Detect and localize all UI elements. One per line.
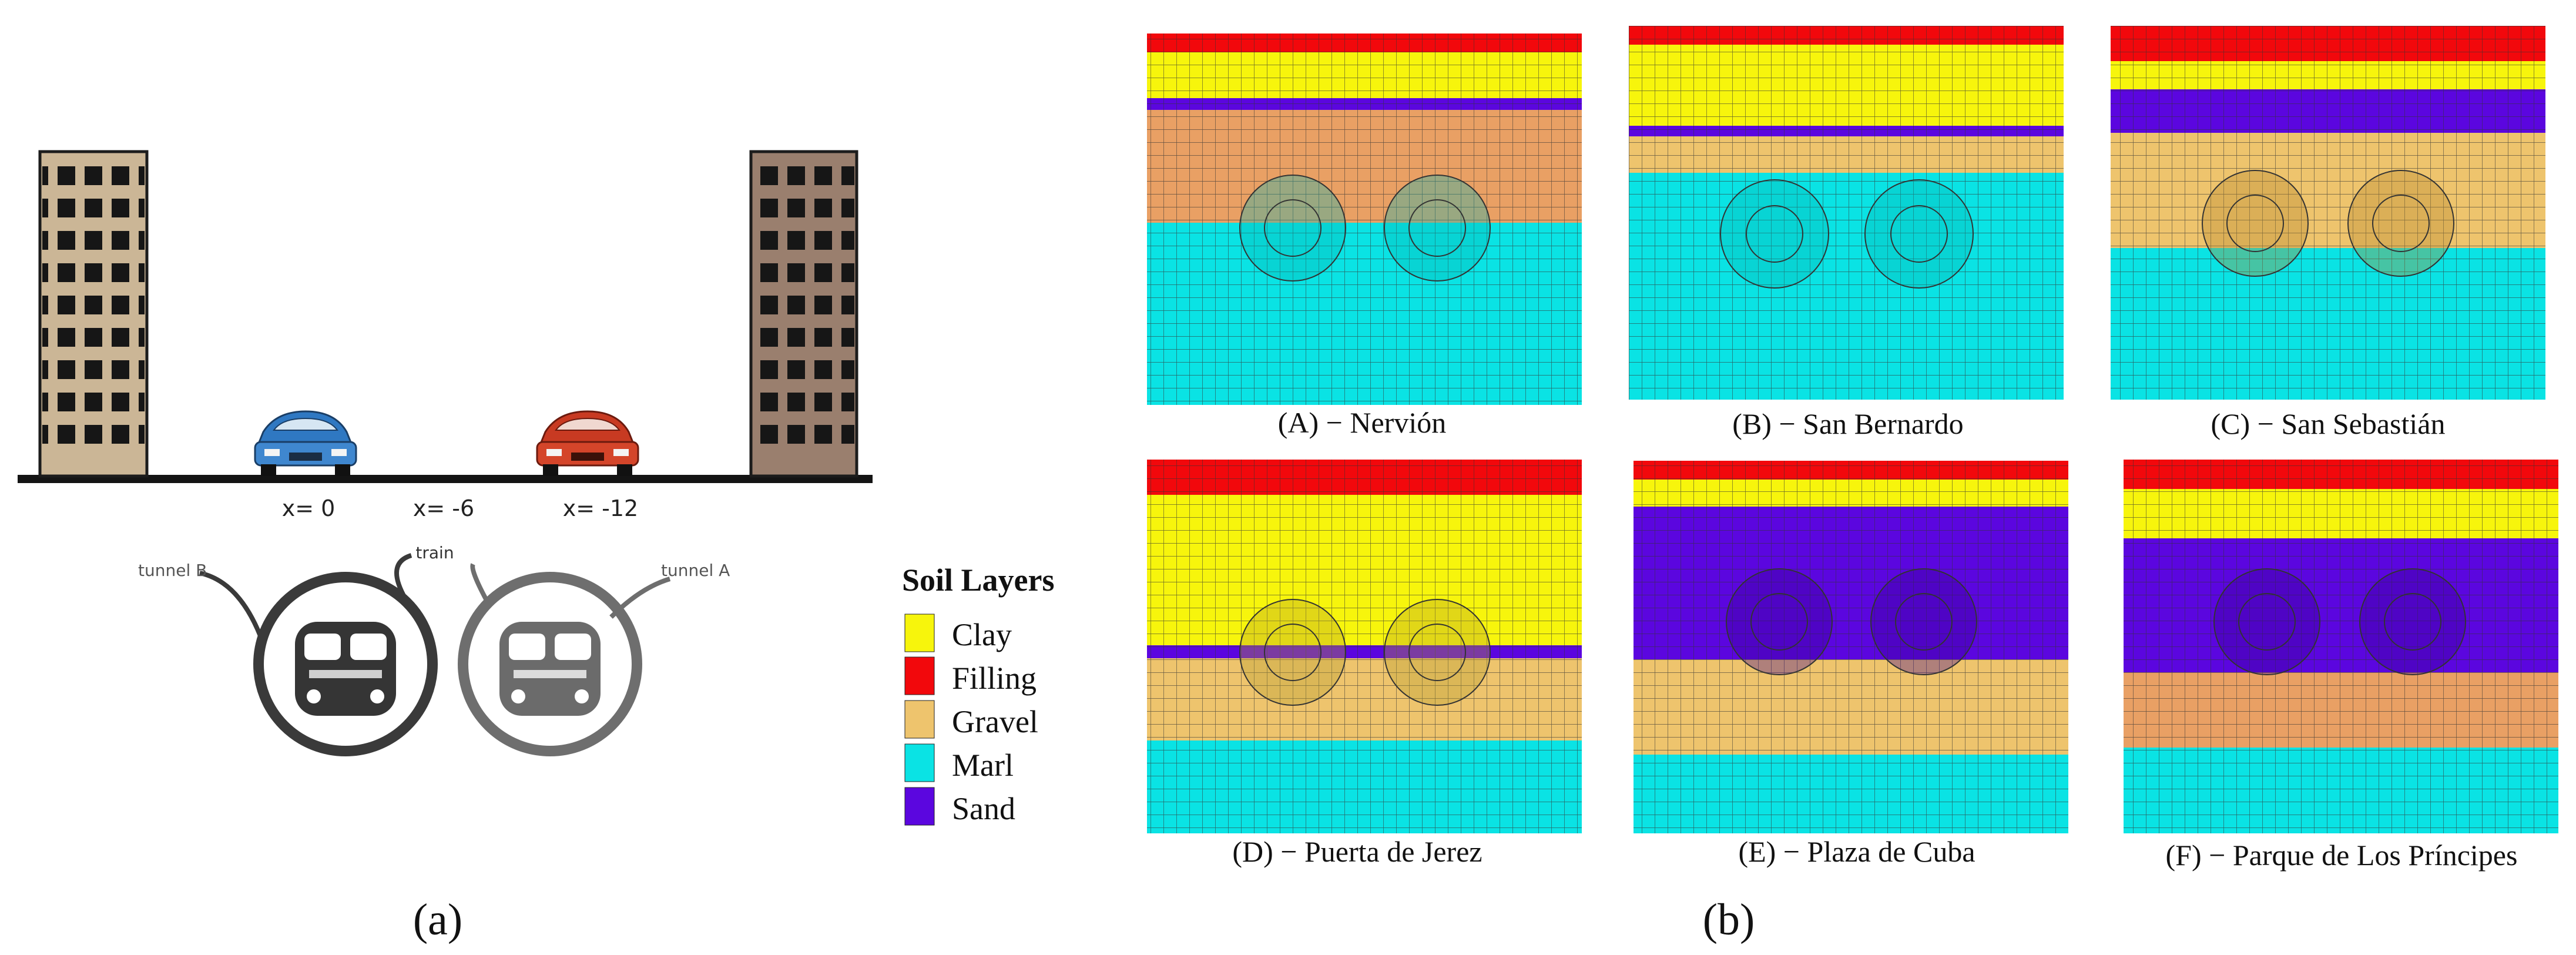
tunnel-a-label: tunnel A xyxy=(661,561,730,580)
legend-item: Filling xyxy=(904,656,1037,696)
legend-label: Filling xyxy=(952,661,1037,696)
position-label: x= 0 xyxy=(282,495,336,521)
panel-b-label: (b) xyxy=(1703,895,1755,944)
legend-item: Marl xyxy=(904,743,1014,783)
position-label: x= -12 xyxy=(563,495,638,521)
legend-item: Clay xyxy=(904,614,1012,652)
building-right xyxy=(749,150,858,478)
section-caption: (B) − San Bernardo xyxy=(1732,407,1963,440)
legend-item: Gravel xyxy=(904,700,1038,739)
tunnel-b-label: tunnel B xyxy=(138,561,207,580)
section-san-bernardo: (B) − San Bernardo xyxy=(1629,26,2064,440)
train-label: train xyxy=(415,543,454,562)
legend-swatch-clay xyxy=(904,614,935,652)
legend-item: Sand xyxy=(904,787,1015,826)
car-red xyxy=(536,410,639,476)
soil-legend: Soil Layers Clay Filling Gravel Marl San… xyxy=(902,562,1055,826)
section-caption: (E) − Plaza de Cuba xyxy=(1738,835,1975,868)
legend-label: Gravel xyxy=(952,704,1038,739)
train-icon xyxy=(499,622,601,716)
section-caption: (F) − Parque de Los Príncipes xyxy=(2166,839,2518,872)
section-caption: (A) − Nervión xyxy=(1278,406,1446,439)
tunnel-b xyxy=(199,553,438,756)
legend-swatch-marl xyxy=(904,743,935,782)
section-caption: (D) − Puerta de Jerez xyxy=(1232,835,1482,868)
ground-line xyxy=(18,475,873,483)
legend-swatch-filling xyxy=(904,656,935,695)
section-nervion: (A) − Nervión xyxy=(1147,33,1582,439)
legend-label: Sand xyxy=(952,791,1015,826)
tunnel-a xyxy=(458,563,671,756)
train-icon xyxy=(295,622,396,716)
building-left xyxy=(38,150,149,478)
position-label: x= -6 xyxy=(413,495,474,521)
panel-a-label: (a) xyxy=(413,895,462,944)
legend-swatch-sand xyxy=(904,787,935,826)
legend-label: Marl xyxy=(952,748,1014,783)
section-plaza-de-cuba: (E) − Plaza de Cuba xyxy=(1634,461,2068,868)
car-blue xyxy=(254,410,357,476)
section-caption: (C) − San Sebastián xyxy=(2211,407,2446,440)
legend-label: Clay xyxy=(952,617,1012,652)
legend-title: Soil Layers xyxy=(902,562,1055,598)
section-san-sebastian: (C) − San Sebastián xyxy=(2111,26,2545,440)
panel-a: x= 0 x= -6 x= -12 xyxy=(18,150,873,944)
section-parque-de-los-principes: (F) − Parque de Los Príncipes xyxy=(2124,460,2558,872)
section-puerta-de-jerez: (D) − Puerta de Jerez xyxy=(1147,460,1582,868)
legend-swatch-gravel xyxy=(904,700,935,739)
